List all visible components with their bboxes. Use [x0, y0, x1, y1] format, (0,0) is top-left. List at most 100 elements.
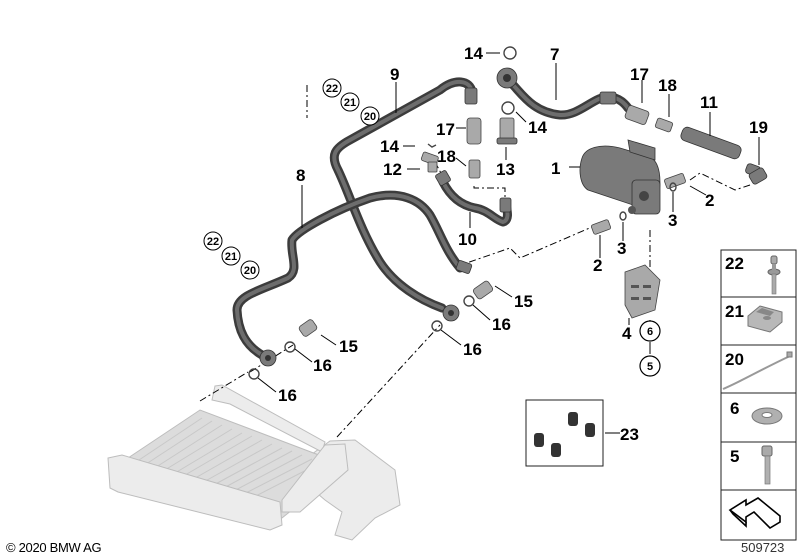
circled-group-bracket: 6 5	[639, 320, 661, 377]
circled-callout-21-upper[interactable]: 21	[344, 97, 356, 109]
legend-number: 6	[730, 399, 739, 418]
copyright-notice: © 2020 BMW AG	[6, 540, 102, 555]
callout-10[interactable]: 10	[458, 230, 477, 249]
callout-14-top[interactable]: 14	[464, 44, 483, 63]
part-13-flange	[496, 137, 518, 145]
part-3-lower-oring	[619, 211, 627, 221]
circled-callout-21-lower[interactable]: 21	[225, 251, 237, 263]
circled-callout-6[interactable]: 6	[647, 326, 653, 338]
part-4-bracket	[624, 264, 661, 319]
part-14-oring-mid	[501, 101, 515, 115]
callout-2-upper[interactable]: 2	[705, 191, 714, 210]
callout-9[interactable]: 9	[390, 65, 399, 84]
part-15-left	[298, 319, 318, 337]
legend-row-arrow[interactable]	[728, 497, 781, 530]
part-12-fitting	[420, 151, 439, 173]
part-19-elbow	[745, 163, 768, 185]
callout-3-lower[interactable]: 3	[617, 239, 626, 258]
banjo-fitting-8	[259, 349, 277, 367]
callout-7[interactable]: 7	[550, 45, 559, 64]
part-18-right	[654, 117, 674, 133]
hose-8	[232, 190, 465, 360]
part-17-left	[466, 117, 482, 145]
callout-13[interactable]: 13	[496, 160, 515, 179]
legend-table: 22 21 20 6	[720, 249, 797, 541]
part-16-oring-b	[248, 368, 260, 380]
callout-1[interactable]: 1	[551, 159, 560, 178]
callout-4[interactable]: 4	[622, 324, 632, 343]
callout-18-right[interactable]: 18	[658, 76, 677, 95]
part-16-oring-c	[463, 295, 475, 307]
legend-number: 20	[725, 350, 744, 369]
cable-tie-mount-icon	[747, 305, 783, 333]
part-14-oring-left	[427, 143, 437, 148]
part-3-upper-oring	[669, 182, 677, 192]
legend-row-6[interactable]: 6	[730, 399, 783, 425]
circled-callout-20-upper[interactable]: 20	[364, 111, 376, 123]
circled-callout-22-lower[interactable]: 22	[207, 236, 219, 248]
hose-9-end-fitting	[464, 87, 478, 105]
callout-17-right[interactable]: 17	[630, 65, 649, 84]
callout-15-left[interactable]: 15	[339, 337, 358, 356]
hose-7-end-fitting	[599, 91, 617, 105]
part-15-right	[472, 280, 494, 300]
leader-lines	[257, 52, 760, 434]
circled-callout-5[interactable]: 5	[647, 361, 653, 373]
part-2-upper	[664, 173, 686, 189]
legend-row-22[interactable]: 22	[725, 254, 781, 295]
callout-14-mid[interactable]: 14	[528, 118, 547, 137]
arrow-forward-icon	[728, 497, 781, 530]
callout-16-b[interactable]: 16	[278, 386, 297, 405]
oil-cooler-ghost	[107, 384, 401, 541]
part-11-filter	[680, 126, 742, 160]
banjo-fitting-7	[496, 67, 518, 89]
callout-23[interactable]: 23	[620, 425, 639, 444]
hose-10	[438, 177, 512, 227]
diagram-id: 509723	[741, 540, 785, 555]
circled-callout-22-upper[interactable]: 22	[326, 83, 338, 95]
part-2-lower	[590, 219, 612, 235]
rivet-icon	[767, 255, 781, 295]
callout-14-left[interactable]: 14	[380, 137, 399, 156]
hose-9	[329, 77, 477, 313]
part-14-oring-top	[503, 46, 517, 60]
legend-number: 5	[730, 447, 739, 466]
part-16-oring-a	[284, 341, 296, 353]
circled-group-lower: 22 21 20	[203, 231, 260, 280]
part-23-box	[525, 399, 604, 467]
part-1-pump	[579, 139, 661, 215]
callout-8[interactable]: 8	[296, 166, 305, 185]
hose-10-end-fitting	[499, 197, 512, 213]
hose-10-start-fitting	[435, 170, 451, 186]
legend-row-20[interactable]: 20	[722, 350, 793, 390]
callout-3-upper[interactable]: 3	[668, 211, 677, 230]
callout-numbers: 1 2 2 3 3 4 7 8 9 10 11 12 13 14 14 14 1…	[278, 44, 768, 444]
callout-12[interactable]: 12	[383, 160, 402, 179]
part-18-left	[468, 159, 481, 179]
callout-16-a[interactable]: 16	[313, 356, 332, 375]
legend-number: 21	[725, 302, 744, 321]
socket-head-screw-icon	[761, 445, 773, 485]
callout-16-d[interactable]: 16	[463, 340, 482, 359]
callout-15-right[interactable]: 15	[514, 292, 533, 311]
banjo-fitting-9	[442, 304, 460, 322]
cable-tie-icon	[722, 351, 793, 390]
hose-8-end-fitting	[455, 260, 473, 274]
hose-7	[503, 75, 633, 120]
callout-19[interactable]: 19	[749, 118, 768, 137]
callout-16-c[interactable]: 16	[492, 315, 511, 334]
legend-number: 22	[725, 254, 744, 273]
callout-18-left[interactable]: 18	[437, 147, 456, 166]
part-16-oring-d	[431, 320, 443, 332]
callout-17-left[interactable]: 17	[436, 120, 455, 139]
legend-row-5[interactable]: 5	[730, 445, 773, 485]
callout-11[interactable]: 11	[700, 93, 718, 112]
grommet-icon	[534, 412, 595, 457]
washer-icon	[751, 407, 783, 425]
circled-callout-20-lower[interactable]: 20	[244, 265, 256, 277]
circled-group-upper: 22 21 20	[322, 78, 380, 126]
callout-2-lower[interactable]: 2	[593, 256, 602, 275]
legend-row-21[interactable]: 21	[725, 302, 783, 333]
part-17-right	[624, 105, 650, 125]
